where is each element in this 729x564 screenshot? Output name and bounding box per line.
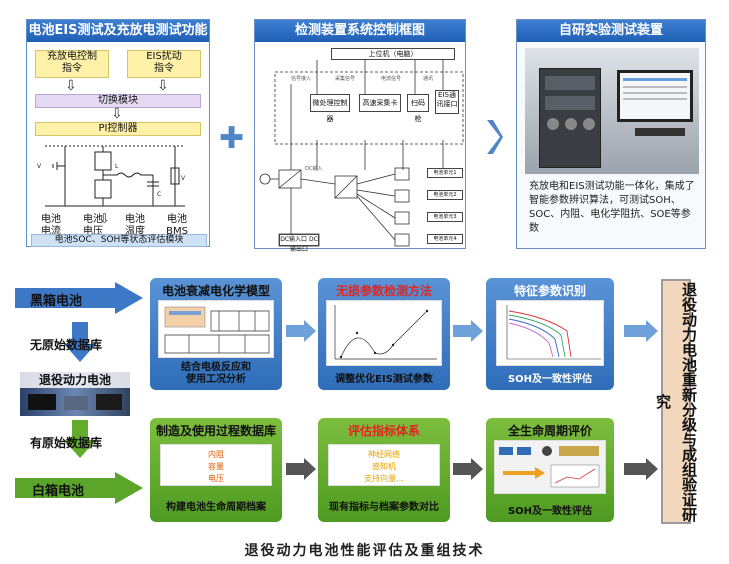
right-arrow-icon xyxy=(453,320,483,342)
eis-command-box: EIS扰动 指令 xyxy=(127,50,201,78)
svg-text:V: V xyxy=(37,163,42,170)
svg-text:C: C xyxy=(157,191,161,198)
svg-text:V: V xyxy=(181,175,186,182)
has-original-db-label: 有原始数据库 xyxy=(30,436,103,450)
full-lifecycle-stage: 全生命周期评价 SOH及一致性评估 xyxy=(486,418,614,522)
battery-current-label: 电池 电流 xyxy=(41,214,61,237)
white-box-battery-label: 白箱电池 xyxy=(32,484,85,499)
device-panel-title: 自研实验测试装置 xyxy=(517,20,705,42)
electrochemical-model-figure xyxy=(158,300,274,358)
stage-title: 制造及使用过程数据库 xyxy=(155,424,276,438)
soc-soh-module-bar: 电池SOC、SOH等状态评估模块 xyxy=(31,234,207,247)
database-items: 内阻 容量 电压 xyxy=(160,444,272,486)
battery-bms-label: 电池 BMS xyxy=(166,214,188,237)
barcode-scanner-box: 扫码枪 xyxy=(407,94,429,123)
battery-unit-1: 电池单元1 xyxy=(427,168,463,178)
retired-battery-photo: 退役动力电池 xyxy=(20,372,130,416)
down-arrow-green-icon xyxy=(64,420,96,458)
item-capacity: 容量 xyxy=(208,462,224,471)
right-arrow-icon xyxy=(286,458,316,480)
control-diagram-panel: 检测装置系统控制框图 上位机（电脑） xyxy=(254,19,466,253)
stage-caption: 构建电池生命周期档案 xyxy=(166,502,266,513)
retired-battery-label: 退役动力电池 xyxy=(20,372,130,388)
down-arrow-icon: ⇩ xyxy=(99,212,110,227)
black-box-arrow xyxy=(15,282,143,314)
stage-caption: 现有指标与档案参数对比 xyxy=(329,502,439,513)
item-perceptron: 感知机 xyxy=(372,462,396,471)
battery-unit-2: 电池单元2 xyxy=(427,190,463,200)
stage-title: 评估指标体系 xyxy=(347,424,420,438)
lifecycle-database-stage: 制造及使用过程数据库 内阻 容量 电压 构建电池生命周期档案 xyxy=(150,418,282,522)
no-original-db-label: 无原始数据库 xyxy=(30,338,103,352)
power-circuit-diagram: V L C V xyxy=(37,145,186,207)
item-neural-network: 神经网络 xyxy=(368,450,400,459)
black-box-battery-label: 黑箱电池 xyxy=(30,294,83,309)
stage-title: 全生命周期评价 xyxy=(507,424,592,438)
item-svm: 支持向量... xyxy=(364,474,404,483)
down-arrow-icon: ⇩ xyxy=(157,78,169,94)
electrochemical-model-stage: 电池衰减电化学模型 结合电极反应和 使用工况分析 xyxy=(150,278,282,390)
battery-unit-3: 电池单元3 xyxy=(427,212,463,222)
control-panel-title: 检测装置系统控制框图 xyxy=(255,20,465,42)
discharge-curve-figure xyxy=(496,300,604,366)
svg-text:电流信号: 电流信号 xyxy=(381,75,401,82)
battery-unit-4: 电池单元4 xyxy=(427,234,463,244)
stage-caption: 结合电极反应和 使用工况分析 xyxy=(181,362,251,385)
figure-caption: 退役动力电池性能评估及重组技术 xyxy=(244,543,485,559)
eis-panel-title: 电池EIS测试及充放电测试功能 xyxy=(27,20,209,42)
host-computer-box: 上位机（电脑） xyxy=(331,48,455,60)
control-block-wiring: 信号接入 采集信号 电流信号 通讯 DC输入 xyxy=(259,60,464,247)
nondestructive-test-stage: 无损参数检测方法 调整优化EIS测试参数 xyxy=(318,278,450,390)
item-resistance: 内阻 xyxy=(208,450,224,459)
battery-temperature-label: 电池 温度 xyxy=(125,214,145,237)
eis-nyquist-figure xyxy=(326,300,442,366)
item-voltage: 电压 xyxy=(208,474,224,483)
switch-module-box: 切换模块 xyxy=(35,94,201,108)
test-device-panel: 自研实验测试装置 充放电和EIS测试功能一体化，集成了智能参数辨识算法，可测试S… xyxy=(516,19,706,249)
microcontroller-box: 微处理控制器 xyxy=(310,94,350,123)
right-arrow-icon xyxy=(624,458,658,480)
down-arrow-blue-icon xyxy=(64,322,96,362)
battery-voltage-label: 电池 电压 xyxy=(83,214,103,237)
svg-text:DC输入: DC输入 xyxy=(305,165,322,172)
right-arrow-icon xyxy=(453,458,483,480)
svg-text:采集信号: 采集信号 xyxy=(335,75,355,82)
device-description: 充放电和EIS测试功能一体化，集成了智能参数辨识算法，可测试SOH、SOC、内阻… xyxy=(529,181,695,234)
evaluation-index-stage: 评估指标体系 神经网络 感知机 支持向量... 现有指标与档案参数对比 xyxy=(318,418,450,522)
white-box-arrow xyxy=(15,472,143,504)
right-arrow-icon xyxy=(286,320,316,342)
stage-caption: 调整优化EIS测试参数 xyxy=(335,374,433,385)
down-arrow-icon: ⇩ xyxy=(65,78,77,94)
pi-controller-box: PI控制器 xyxy=(35,122,201,136)
stage-caption: SOH及一致性评估 xyxy=(507,374,593,385)
stage-caption: SOH及一致性评估 xyxy=(507,506,593,517)
stage-title: 电池衰减电化学模型 xyxy=(161,284,270,298)
plus-icon: ✚ xyxy=(219,121,245,156)
right-arrow-icon xyxy=(624,320,658,342)
svg-text:通讯: 通讯 xyxy=(423,75,433,82)
svg-text:信号接入: 信号接入 xyxy=(291,75,311,82)
test-device-photo xyxy=(525,48,699,174)
svg-text:L: L xyxy=(115,163,119,170)
eis-test-panel: 电池EIS测试及充放电测试功能 充放电控制 指令 EIS扰动 指令 ⇩ ⇩ 切换… xyxy=(26,19,210,247)
evaluation-items: 神经网络 感知机 支持向量... xyxy=(328,444,440,486)
eis-interface-box: EIS通讯接口 xyxy=(435,90,459,114)
feature-identification-stage: 特征参数识别 SOH及一致性评估 xyxy=(486,278,614,390)
stage-title: 无损参数检测方法 xyxy=(335,284,432,298)
dc-io-box: DC输入口 DC输出口 xyxy=(279,234,319,253)
regrouping-research-banner: 退役动力电池重新分级与成组验证研究 xyxy=(654,279,698,524)
high-speed-daq-box: 高速采集卡 xyxy=(359,94,401,112)
down-arrow-icon: ⇩ xyxy=(111,106,123,122)
stage-title: 特征参数识别 xyxy=(513,284,586,298)
chevron-right-icon xyxy=(487,120,503,154)
charge-command-box: 充放电控制 指令 xyxy=(35,50,109,78)
lifecycle-figure xyxy=(494,440,606,494)
